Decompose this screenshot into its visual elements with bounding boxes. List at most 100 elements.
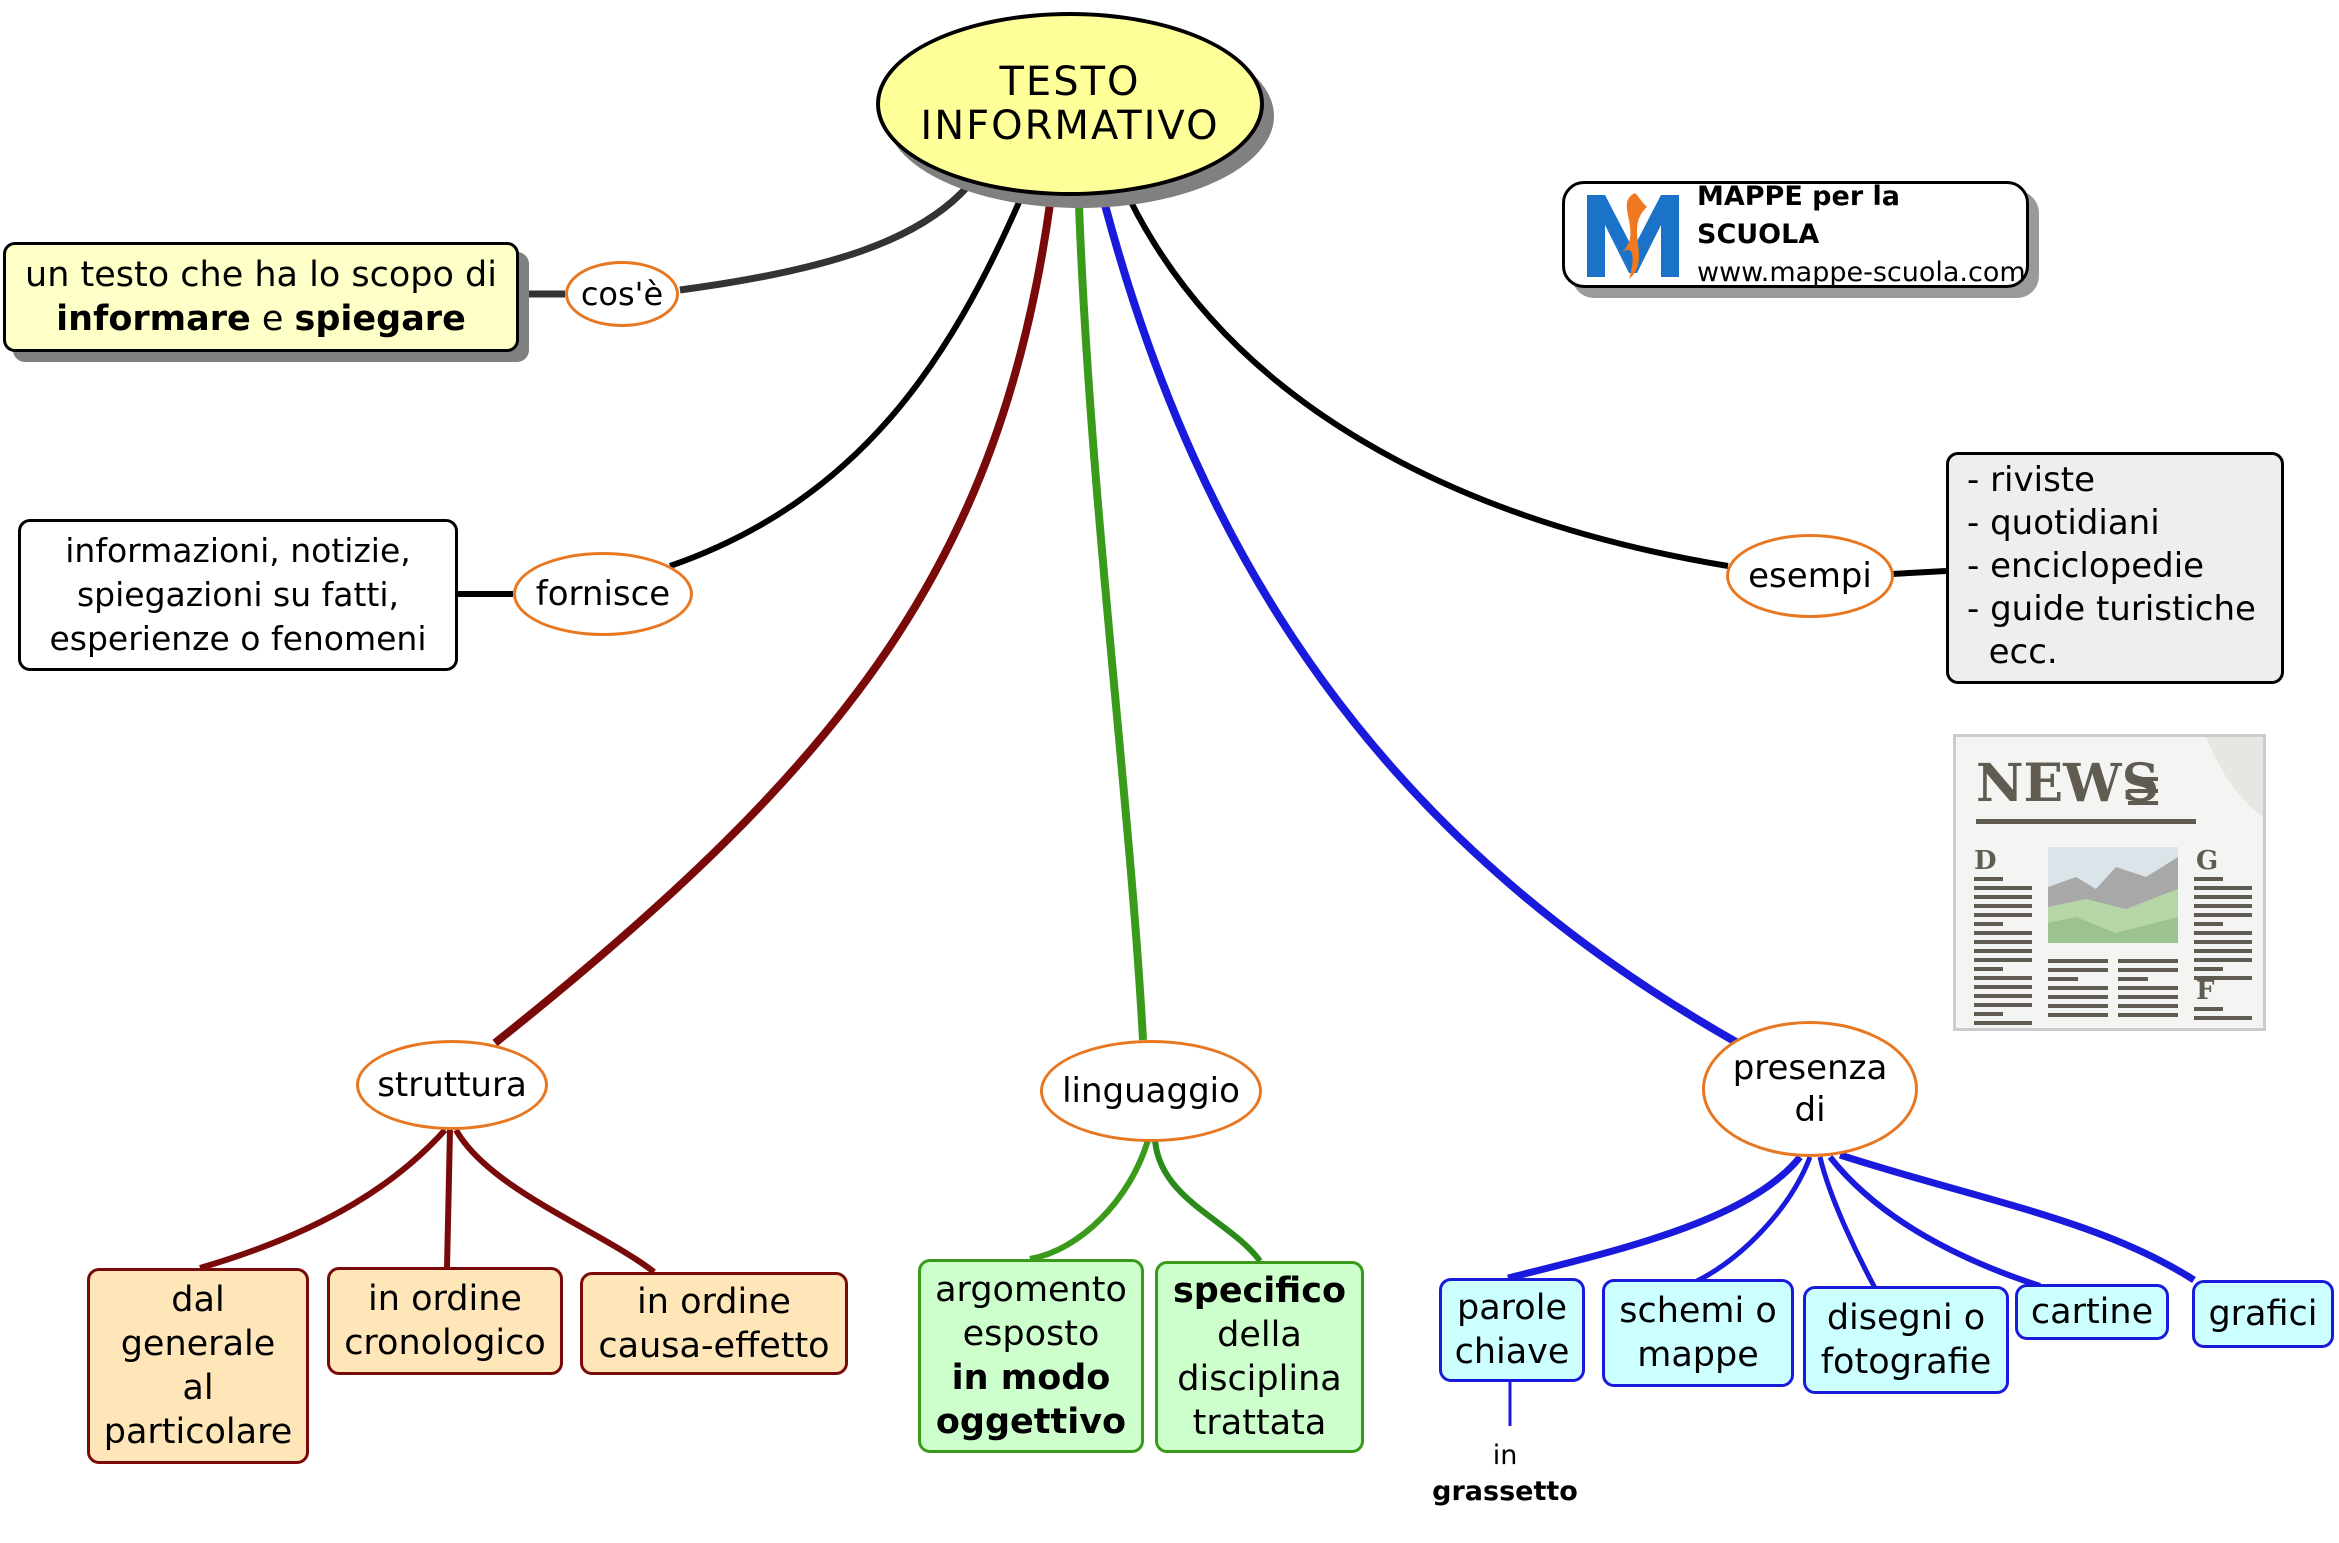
presenza-child-grafici[interactable]: grafici — [2192, 1280, 2334, 1348]
news-text-line — [2048, 1004, 2108, 1008]
presenza-child-line: parole — [1457, 1288, 1567, 1328]
news-letter-g: G — [2196, 846, 2218, 876]
cose-definition-line2: informare e spiegare — [56, 297, 466, 341]
news-text-line — [1974, 994, 2032, 998]
presenza-child-parole-chiave[interactable]: parole chiave — [1439, 1278, 1585, 1382]
news-text-line — [2194, 1007, 2223, 1011]
cose-definition-line1: un testo che ha lo scopo di — [25, 255, 497, 295]
logo-url[interactable]: www.mappe-scuola.com — [1697, 256, 2026, 288]
cose-definition-box[interactable]: un testo che ha lo scopo di informare e … — [3, 242, 519, 352]
link-presenza-child-4 — [1827, 1155, 2041, 1289]
news-text-line — [2118, 1004, 2178, 1008]
news-text-line — [1974, 877, 2003, 881]
linguaggio-child-line: esposto — [962, 1314, 1100, 1354]
linguaggio-child-line: disciplina — [1177, 1359, 1342, 1399]
presenza-child-line: schemi o — [1619, 1291, 1777, 1331]
link-presenza-child-3 — [1817, 1156, 1878, 1290]
news-text-line — [2048, 986, 2108, 990]
note-line1: in — [1492, 1440, 1518, 1471]
cose-bold-spiegare: spiegare — [294, 299, 466, 339]
news-text-line — [2118, 986, 2178, 990]
fornisce-node[interactable]: fornisce — [513, 552, 693, 636]
linguaggio-child-bold: oggettivo — [935, 1402, 1127, 1442]
news-text-line — [1974, 1012, 2003, 1016]
link-presenza-child-1 — [1507, 1154, 1803, 1282]
news-text-line — [2194, 922, 2223, 926]
link-root-fornisce — [669, 198, 1023, 569]
link-struttura-child-3 — [453, 1128, 656, 1275]
struttura-child-line: particolare — [103, 1412, 293, 1452]
news-text-line — [1974, 1003, 2032, 1007]
presenza-child-cartine[interactable]: cartine — [2015, 1284, 2169, 1340]
struttura-child-line: generale — [120, 1324, 276, 1364]
link-struttura-child-2 — [444, 1129, 453, 1269]
news-text-line — [1974, 967, 2003, 971]
news-text-line — [2194, 895, 2252, 899]
esempi-item: - riviste — [1967, 460, 2096, 500]
link-presenza-child-5 — [1838, 1151, 2196, 1283]
news-text-line — [2194, 904, 2252, 908]
fornisce-line: esperienze o fenomeni — [49, 619, 427, 658]
linguaggio-child-oggettivo[interactable]: argomento esposto in modo oggettivo — [918, 1259, 1144, 1453]
link-root-esempi — [1127, 198, 1729, 569]
newspaper-icon: NEWS D G F — [1953, 734, 2266, 1031]
root-title-line2: INFORMATIVO — [920, 103, 1220, 149]
link-esempi-box — [1891, 568, 1947, 577]
news-text-line — [2048, 995, 2108, 999]
fornisce-label: fornisce — [535, 574, 671, 614]
struttura-node[interactable]: struttura — [356, 1040, 548, 1130]
linguaggio-node[interactable]: linguaggio — [1040, 1040, 1262, 1142]
logo-title: MAPPE per la SCUOLA — [1697, 180, 1901, 250]
presenza-child-schemi-mappe[interactable]: schemi o mappe — [1602, 1279, 1794, 1387]
news-text-line — [2194, 1016, 2252, 1020]
fornisce-box[interactable]: informazioni, notizie, spiegazioni su fa… — [18, 519, 458, 671]
note-line2: grassetto — [1432, 1476, 1578, 1507]
news-text-line — [1974, 922, 2003, 926]
linguaggio-child-specifico[interactable]: specifico della disciplina trattata — [1155, 1261, 1364, 1453]
linguaggio-child-line: argomento — [935, 1270, 1127, 1310]
cose-mid: e — [250, 299, 295, 339]
link-linguaggio-child-1 — [1029, 1139, 1151, 1262]
struttura-child-causa-effetto[interactable]: in ordine causa-effetto — [580, 1272, 848, 1375]
presenza-child-line: grafici — [2208, 1294, 2318, 1334]
link-root-linguaggio — [1075, 204, 1147, 1041]
fornisce-line: spiegazioni su fatti, — [76, 575, 399, 614]
news-text-line — [2194, 913, 2252, 917]
link-root-cose — [679, 183, 971, 294]
news-text-line — [2048, 968, 2108, 972]
struttura-child-cronologico[interactable]: in ordine cronologico — [327, 1267, 563, 1375]
presenza-child-line: fotografie — [1820, 1342, 1992, 1382]
esempi-box[interactable]: - riviste - quotidiani - enciclopedie - … — [1946, 452, 2284, 684]
presenza-child-disegni-fotografie[interactable]: disegni o fotografie — [1803, 1286, 2009, 1394]
news-text-line — [1974, 985, 2032, 989]
news-letter-f: F — [2196, 976, 2215, 1006]
news-text-line — [2048, 977, 2078, 981]
news-text-line — [2118, 968, 2178, 972]
news-text-line — [2194, 886, 2252, 890]
struttura-child-line: cronologico — [344, 1323, 546, 1363]
presenza-node[interactable]: presenza di — [1702, 1021, 1918, 1157]
linguaggio-child-bold: in modo — [951, 1358, 1111, 1398]
news-text-line — [2118, 959, 2178, 963]
esempi-node[interactable]: esempi — [1726, 534, 1894, 618]
presenza-child-line: cartine — [2030, 1292, 2154, 1332]
link-root-struttura — [492, 203, 1054, 1047]
news-text-line — [1974, 940, 2032, 944]
link-root-presenza — [1101, 203, 1738, 1046]
news-text-line — [2048, 1013, 2108, 1017]
presenza-child-line: chiave — [1454, 1332, 1570, 1372]
struttura-child-generale-particolare[interactable]: dal generale al particolare — [87, 1268, 309, 1464]
mappe-scuola-logo-icon — [1583, 189, 1683, 281]
news-text-line — [1974, 949, 2032, 953]
presenza-label-line2: di — [1794, 1090, 1826, 1130]
news-text-line — [2194, 877, 2223, 881]
news-text-line — [1974, 1021, 2032, 1025]
esempi-label: esempi — [1748, 556, 1872, 596]
cose-node[interactable]: cos'è — [565, 261, 679, 327]
root-node[interactable]: TESTO INFORMATIVO — [876, 12, 1264, 196]
news-text-line — [2118, 977, 2148, 981]
news-text-line — [1974, 913, 2032, 917]
news-text-line — [1974, 958, 2032, 962]
mappe-scuola-logo[interactable]: MAPPE per la SCUOLA www.mappe-scuola.com — [1562, 181, 2029, 288]
